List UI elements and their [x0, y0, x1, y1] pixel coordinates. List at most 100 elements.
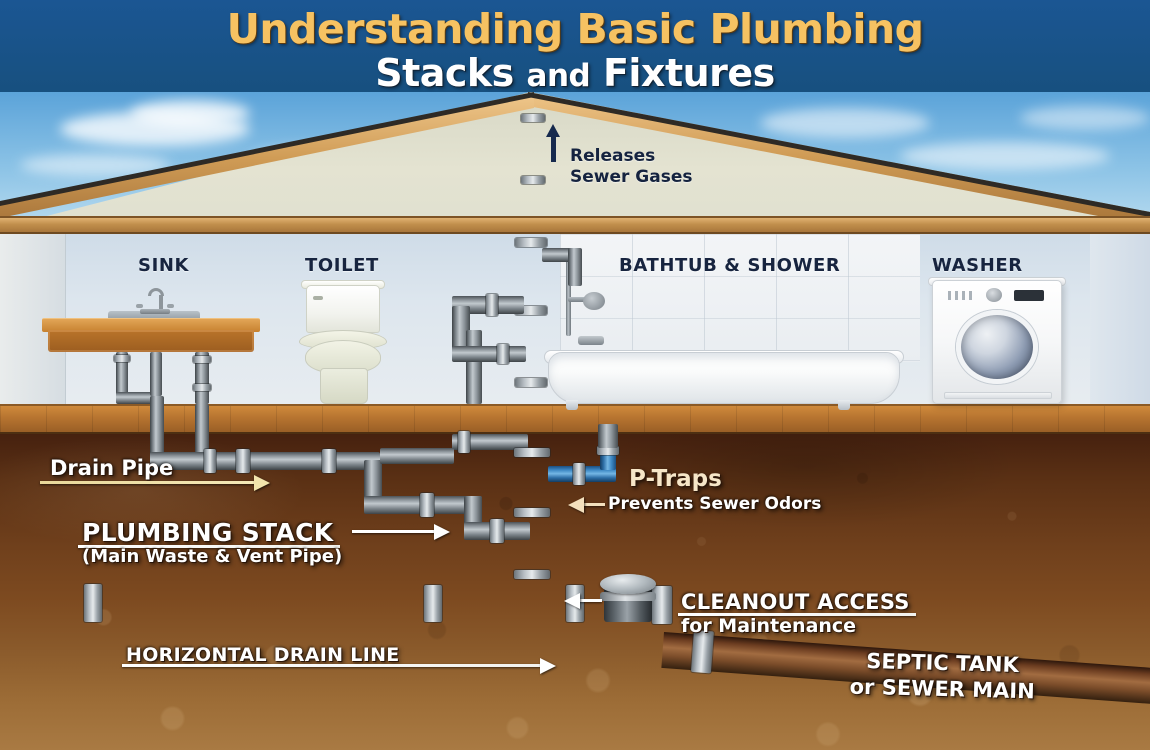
right-arrow-icon: [434, 524, 450, 540]
sink-countertop: [42, 318, 260, 332]
annotation-plumbing-stack-sublabel: (Main Waste & Vent Pipe): [82, 546, 343, 567]
bathtub-foot: [566, 400, 578, 410]
pipe-coupling: [515, 238, 547, 247]
cloud-shape: [130, 100, 250, 126]
annotation-p-traps-sublabel: Prevents Sewer Odors: [608, 494, 822, 514]
roof-soffit-beam: [0, 216, 1150, 234]
pipe-coupling: [514, 508, 550, 517]
pipe-coupling: [114, 355, 130, 362]
sink-trap-bottom-left: [116, 392, 160, 404]
fixture-label-bathtub: BATHTUB & SHOWER: [619, 255, 841, 276]
pipe-coupling: [515, 378, 547, 387]
toilet-flush-handle[interactable]: [313, 296, 323, 300]
annotation-vent-line2: Sewer Gases: [570, 167, 693, 187]
bathroom-tile-wall: [560, 234, 920, 362]
pipe-coupling: [497, 344, 509, 364]
cleanout-ring: [600, 592, 656, 601]
cloud-shape: [20, 154, 170, 176]
arrow-shaft: [583, 503, 605, 506]
fixture-label-sink: SINK: [138, 255, 190, 276]
left-arrow-icon: [564, 593, 580, 609]
annotation-vent-releases: Releases Sewer Gases: [570, 146, 693, 188]
toilet-base: [320, 368, 368, 404]
under-floor-branch-mid: [380, 448, 454, 464]
title-banner: Understanding Basic Plumbing Stacks and …: [0, 0, 1150, 92]
up-arrow-icon: [546, 124, 560, 162]
page-subtitle: Stacks and Fixtures: [0, 52, 1150, 92]
annotation-drain-pipe-label: Drain Pipe: [50, 456, 174, 480]
pipe-coupling: [458, 431, 470, 453]
tub-spout: [578, 336, 604, 345]
annotation-underline: [40, 481, 256, 484]
toilet-tank: [306, 285, 380, 333]
washer-display: [1014, 290, 1044, 301]
washer-dial-knob[interactable]: [986, 288, 1002, 302]
sink-faucet: [136, 288, 174, 314]
annotation-horizontal-drain-label: HORIZONTAL DRAIN LINE: [126, 644, 400, 666]
pipe-coupling: [420, 493, 434, 517]
shower-riser-pipe: [566, 250, 571, 336]
pipe-coupling: [204, 449, 216, 473]
fixture-label-washer: WASHER: [932, 255, 1023, 276]
p-trap-vent-up: [598, 424, 618, 448]
annotation-underline: [678, 613, 916, 616]
toilet-closet-bend-riser: [466, 330, 482, 404]
pipe-coupling: [486, 294, 498, 316]
cloud-shape: [900, 142, 1110, 170]
sink-drain-down-right: [195, 404, 209, 458]
right-arrow-icon: [540, 658, 556, 674]
shower-arm: [568, 297, 586, 302]
pipe-coupling: [424, 585, 442, 622]
under-floor-branch-right: [452, 434, 528, 450]
cleanout-cap[interactable]: [600, 574, 656, 594]
sink-trap-riser: [150, 352, 162, 396]
washer-detergent-drawer[interactable]: [944, 392, 1052, 399]
pipe-coupling: [573, 463, 585, 485]
annotation-underline: [78, 545, 340, 548]
fixture-label-toilet: TOILET: [305, 255, 379, 276]
right-arrow-icon: [254, 475, 270, 491]
arrow-shaft: [551, 134, 556, 162]
cloud-shape: [760, 108, 930, 138]
faucet-handle-left: [136, 304, 143, 308]
annotation-vent-line1: Releases: [570, 146, 656, 166]
cloud-shape: [1020, 106, 1150, 130]
pipe-coupling: [193, 384, 211, 391]
faucet-stem: [159, 295, 163, 311]
pipe-coupling: [193, 356, 211, 363]
washer-door[interactable]: [956, 310, 1038, 384]
pipe-coupling: [490, 519, 504, 543]
interior-right-corner-wall: [1090, 234, 1150, 404]
pipe-coupling: [514, 448, 550, 457]
arrow-shaft: [352, 530, 436, 533]
arrow-shaft: [578, 599, 602, 602]
annotation-cleanout-sublabel: for Maintenance: [681, 615, 857, 637]
toilet-drain-lateral: [452, 346, 526, 362]
washer-indicator-lights: [948, 291, 972, 300]
subtitle-part-fixtures: Fixtures: [602, 51, 775, 92]
pipe-coupling: [84, 584, 102, 622]
pipe-coupling: [521, 176, 545, 184]
bathtub-foot: [838, 400, 850, 410]
pipe-coupling: [521, 114, 545, 122]
arrow-head: [546, 124, 560, 137]
sink-tailpiece-right: [195, 352, 209, 404]
under-floor-collector-left: [150, 452, 380, 470]
annotation-septic-line2: or SEWER MAIN: [849, 674, 1036, 704]
sink-cabinet-apron: [48, 330, 254, 352]
faucet-spout: [148, 288, 164, 296]
annotation-septic: SEPTIC TANK or SEWER MAIN: [849, 648, 1035, 705]
pipe-coupling: [322, 449, 336, 473]
subtitle-conjunction: and: [526, 58, 591, 92]
bathtub-vent-drop: [568, 248, 582, 286]
toilet-drain-drop: [452, 306, 470, 358]
pipe-coupling: [597, 446, 619, 455]
annotation-cleanout-label: CLEANOUT ACCESS: [681, 590, 910, 614]
pipe-coupling: [652, 586, 672, 624]
house-floor: [0, 404, 1150, 434]
pipe-coupling: [514, 570, 550, 579]
annotation-plumbing-stack-label: PLUMBING STACK: [82, 518, 334, 547]
shower-head: [583, 292, 605, 310]
annotation-p-traps-label: P-Traps: [629, 466, 722, 492]
